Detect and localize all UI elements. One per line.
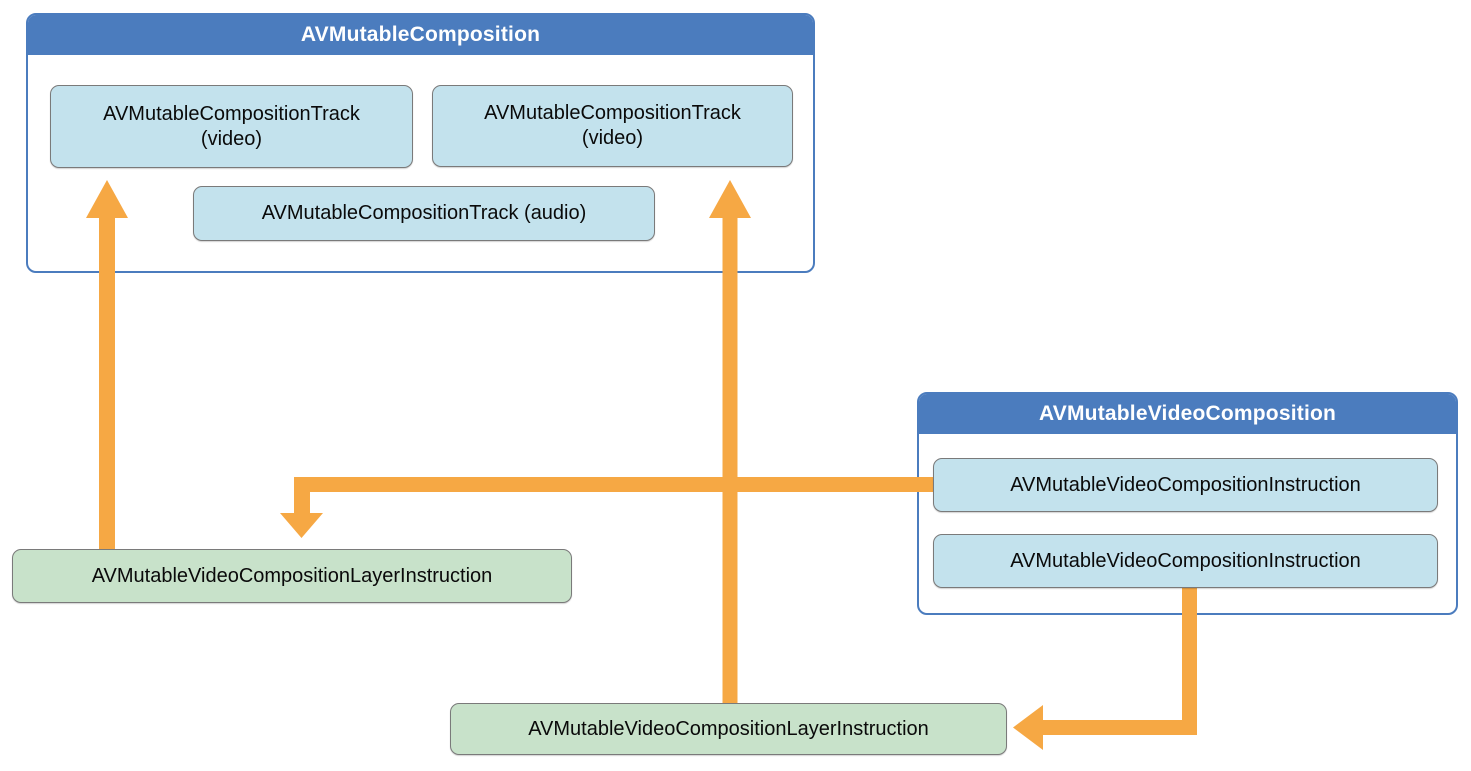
composition-track-video-2-label: AVMutableCompositionTrack [484,102,741,124]
layer-instruction-bottom-label: AVMutableVideoCompositionLayerInstructio… [528,717,929,740]
avmutablecomposition-header: AVMutableComposition [28,15,813,55]
layer-instruction-left: AVMutableVideoCompositionLayerInstructio… [12,549,572,603]
video-composition-instruction-1-label: AVMutableVideoCompositionInstruction [1010,473,1361,496]
video-composition-instruction-2-label: AVMutableVideoCompositionInstruction [1010,549,1361,572]
composition-track-video-1-sublabel: (video) [200,127,263,150]
video-composition-instruction-1: AVMutableVideoCompositionInstruction [933,458,1438,512]
composition-track-video-2: AVMutableCompositionTrack (video) [432,85,793,167]
video-composition-instruction-2: AVMutableVideoCompositionInstruction [933,534,1438,588]
composition-track-video-1-label: AVMutableCompositionTrack [103,102,360,125]
arrow-instruction1-to-left-layerinstruction [280,477,933,538]
avmutablevideocomposition-header: AVMutableVideoComposition [919,394,1456,434]
composition-track-audio-label: AVMutableCompositionTrack (audio) [261,202,587,224]
composition-track-video-1: AVMutableCompositionTrack (video) [50,85,413,168]
layer-instruction-bottom: AVMutableVideoCompositionLayerInstructio… [450,703,1007,755]
composition-track-video-2-sublabel: (video) [581,127,644,149]
composition-track-audio: AVMutableCompositionTrack (audio) [193,186,655,241]
avmutablecomposition-title: AVMutableComposition [300,23,541,46]
layer-instruction-left-label: AVMutableVideoCompositionLayerInstructio… [91,564,493,587]
avmutablevideocomposition-title: AVMutableVideoComposition [1038,402,1337,425]
